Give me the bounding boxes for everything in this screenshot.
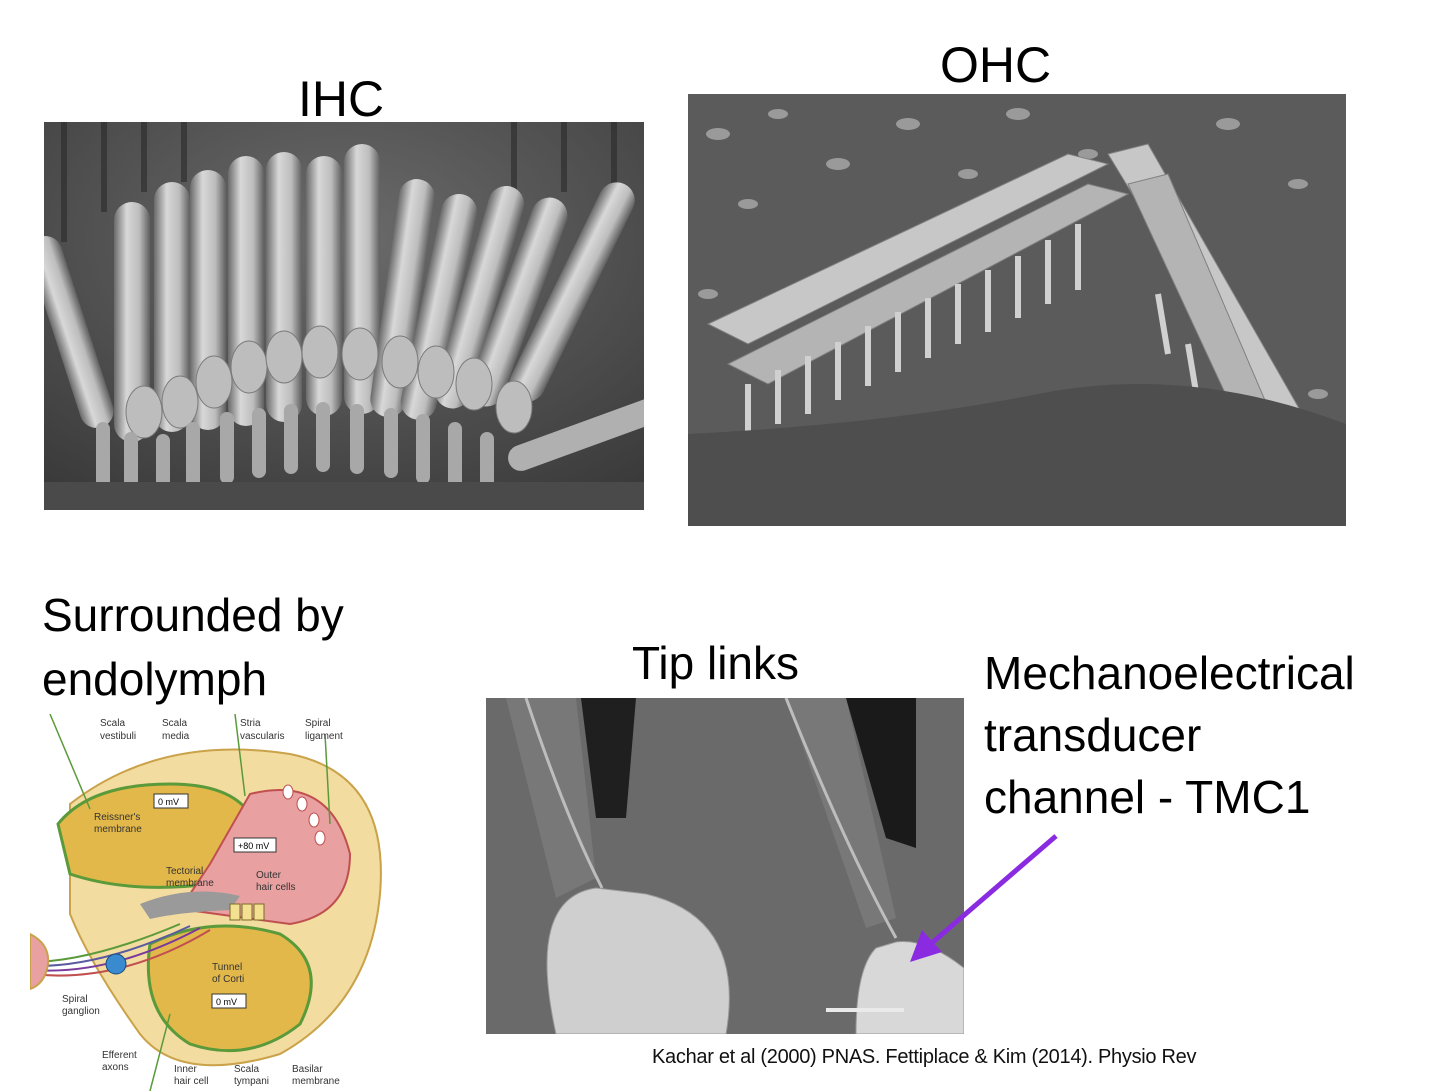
ohc-label: OHC — [940, 37, 1052, 93]
cochlea-diagram: Scala vestibuli Scala media Stria vascul… — [30, 714, 410, 1091]
label-scala-vestibuli-2: vestibuli — [100, 731, 136, 742]
surrounded-label-line1: Surrounded by — [42, 589, 344, 641]
label-reissners-1: Reissner's — [94, 812, 140, 823]
met-label-line2: transducer — [984, 709, 1202, 761]
label-stria-vascularis-1: Stria — [240, 718, 261, 729]
label-tectorial-1: Tectorial — [166, 866, 203, 877]
label-efferent-axons-1: Efferent — [102, 1050, 137, 1061]
potential-media: +80 mV — [238, 841, 269, 851]
ihc-sem-image — [44, 122, 644, 510]
potential-tympani: 0 mV — [216, 997, 237, 1007]
tip-links-label: Tip links — [632, 637, 799, 689]
label-spiral-ganglion-1: Spiral — [62, 994, 88, 1005]
label-scala-media-1: Scala — [162, 718, 187, 729]
met-label-line3: channel - TMC1 — [984, 771, 1311, 823]
met-label-line1: Mechanoelectrical — [984, 647, 1355, 699]
label-scala-media-2: media — [162, 731, 190, 742]
label-tunnel-of-corti-2: of Corti — [212, 974, 244, 985]
citation: Kachar et al (2000) PNAS. Fettiplace & K… — [652, 1046, 1197, 1068]
label-spiral-ligament-1: Spiral — [305, 718, 331, 729]
label-basilar-membrane-2: membrane — [292, 1076, 340, 1087]
label-reissners-2: membrane — [94, 824, 142, 835]
label-stria-vascularis-2: vascularis — [240, 731, 284, 742]
potential-vestibuli: 0 mV — [158, 797, 179, 807]
label-outer-hair-cells-2: hair cells — [256, 882, 295, 893]
label-scala-tympani-2: tympani — [234, 1076, 269, 1087]
label-tectorial-2: membrane — [166, 878, 214, 889]
label-efferent-axons-2: axons — [102, 1062, 129, 1073]
label-scala-vestibuli-1: Scala — [100, 718, 125, 729]
scale-bar — [826, 1008, 904, 1012]
label-outer-hair-cells-1: Outer — [256, 870, 282, 881]
label-inner-hair-cell-2: hair cell — [174, 1076, 208, 1087]
ihc-label: IHC — [298, 71, 385, 127]
label-basilar-membrane-1: Basilar — [292, 1064, 323, 1075]
tip-links-sem-image — [486, 698, 964, 1034]
label-scala-tympani-1: Scala — [234, 1064, 259, 1075]
ohc-sem-image — [688, 94, 1346, 526]
arrow-icon — [910, 834, 1058, 962]
surrounded-label-line2: endolymph — [42, 653, 268, 705]
label-tunnel-of-corti-1: Tunnel — [212, 962, 242, 973]
label-inner-hair-cell-1: Inner — [174, 1064, 197, 1075]
label-spiral-ligament-2: ligament — [305, 731, 343, 742]
label-spiral-ganglion-2: ganglion — [62, 1006, 100, 1017]
